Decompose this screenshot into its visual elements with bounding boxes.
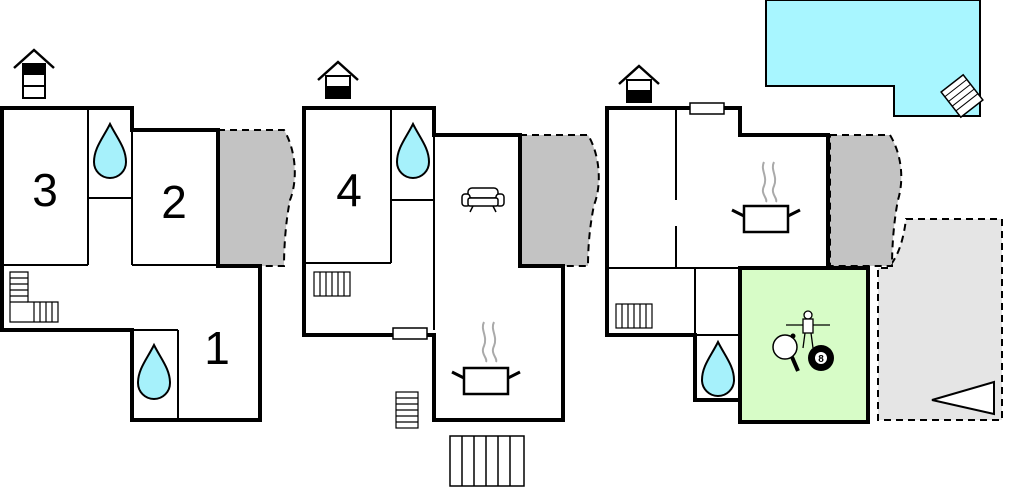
sofa-icon	[461, 187, 505, 213]
sun-lounger-icon	[940, 73, 984, 119]
window-marker	[392, 327, 428, 340]
room-label-1: 1	[204, 322, 230, 374]
water-drop-icon	[700, 339, 736, 397]
house-entrance-icon	[618, 64, 660, 103]
room-label-2: 2	[161, 176, 187, 228]
room-label-3: 3	[32, 164, 58, 216]
interior-walls	[304, 108, 435, 330]
cooking-pot-icon	[451, 321, 521, 396]
billiard-ball-icon: 8	[808, 345, 834, 371]
water-drop-icon	[395, 121, 431, 179]
terrace	[519, 134, 600, 267]
terrace	[217, 129, 296, 267]
patio	[877, 218, 1003, 421]
window-marker	[689, 102, 725, 115]
cooking-pot-icon	[731, 161, 801, 234]
swimming-pool	[765, 0, 981, 117]
staircase-icon	[615, 303, 653, 329]
water-drop-icon	[92, 121, 128, 179]
room-label-4: 4	[336, 164, 362, 216]
entrance-steps-icon	[449, 435, 525, 487]
staircase-icon	[313, 271, 351, 297]
direction-arrow-icon	[931, 380, 995, 416]
billiard-ball-number: 8	[818, 354, 824, 365]
terrace	[829, 134, 903, 267]
table-football-icon	[786, 310, 830, 349]
floor-3: 8	[605, 0, 1003, 424]
house-entrance-icon	[317, 60, 359, 99]
ping-pong-icon	[772, 333, 800, 372]
interior-walls	[2, 108, 218, 420]
water-drop-icon	[136, 342, 172, 400]
floor-2: 4	[302, 60, 600, 487]
staircase-icon	[9, 271, 59, 323]
interior-walls	[607, 108, 828, 336]
house-entrance-icon	[13, 48, 55, 99]
staircase-icon	[395, 391, 419, 429]
floor-1: 3 2 1	[0, 48, 296, 422]
